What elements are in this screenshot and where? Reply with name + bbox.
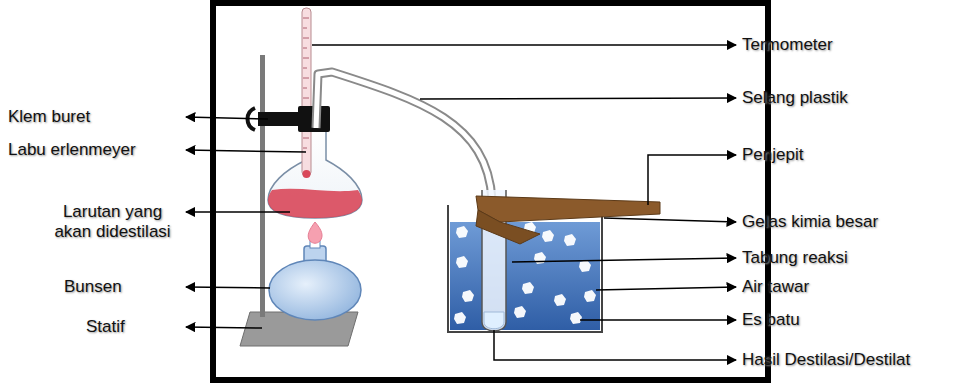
ice-cube — [456, 226, 468, 238]
ice-cube — [514, 306, 526, 318]
leader-lines — [186, 45, 736, 360]
frame — [213, 3, 768, 380]
callout-label: Gelas kimia besar — [742, 212, 878, 232]
solution — [268, 189, 362, 218]
distillate — [484, 312, 504, 329]
tongs — [476, 196, 660, 222]
callout-label: Termometer — [742, 35, 833, 55]
ice-cube — [456, 256, 468, 268]
plastic-hose — [316, 72, 492, 200]
bunsen-burner — [269, 260, 361, 320]
callout-label: Es batu — [742, 310, 800, 330]
ice-cube — [570, 312, 582, 324]
thermometer — [302, 8, 311, 176]
stand-rod — [260, 55, 265, 317]
callout-label: Penjepit — [742, 145, 803, 165]
flame — [308, 222, 322, 243]
ice-cube — [564, 234, 576, 246]
ice-cube — [522, 282, 534, 294]
callout-label: Air tawar — [742, 277, 809, 297]
ice-cube — [462, 290, 474, 302]
callout-label: Bunsen — [64, 277, 122, 297]
beaker — [448, 205, 602, 332]
callout-label: Labu erlenmeyer — [8, 140, 136, 160]
ice-cube — [584, 290, 596, 302]
callout-label: Tabung reaksi — [742, 248, 848, 268]
callout-label: Larutan yang akan didestilasi — [50, 202, 175, 242]
ice-cube — [579, 260, 591, 272]
callout-label: Selang plastik — [742, 88, 848, 108]
erlenmeyer-flask — [268, 128, 362, 218]
callout-label: Statif — [86, 317, 125, 337]
ice-cube — [454, 312, 466, 324]
callout-label: Klem buret — [8, 107, 90, 127]
ice-cube — [542, 230, 554, 242]
callout-label: Hasil Destilasi/Destilat — [742, 350, 910, 370]
ice-cube — [554, 294, 566, 306]
